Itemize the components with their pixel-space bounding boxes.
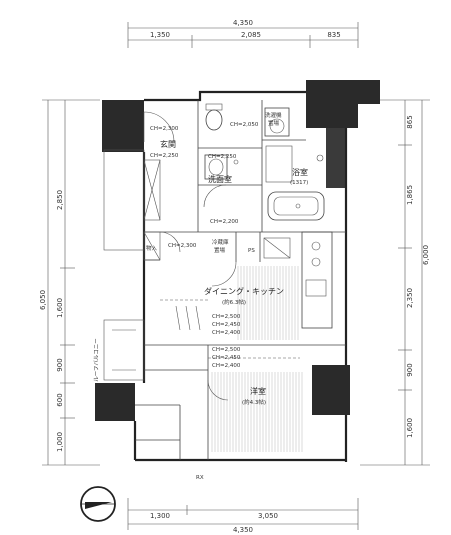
label-nyuu: 物入 [146,244,158,252]
label-rx: RX [196,475,204,481]
dim-top-a: 1,350 [150,31,170,39]
bath-fixtures [204,103,325,221]
bottom-dimensions: 1,300 3,050 4,350 [127,498,359,534]
dim-left-e: 1,000 [56,432,64,452]
left-dimensions: 2,850 1,600 900 600 1,000 6,050 [39,99,100,466]
ceiling-12: CH=2,400 [212,363,241,369]
label-genkan: 玄関 [160,139,176,149]
dim-right-d: 900 [406,363,414,376]
balcony-area [103,149,145,381]
dim-left-a: 2,850 [56,190,64,210]
ps-box [263,237,291,259]
shower-area [265,145,293,183]
washer-icon [264,107,290,137]
label-dining: ダイニング・キッチン [204,286,284,296]
ceiling-1: CH=2,300 [150,126,179,132]
ceiling-10: CH=2,500 [212,347,241,353]
dim-top-c: 835 [327,31,340,39]
ceiling-labels: CH=2,300 CH=2,250 CH=2,050 CH=2,250 CH=2… [150,122,259,369]
ceiling-8: CH=2,450 [212,322,241,328]
ceiling-2: CH=2,250 [150,153,179,159]
dim-right-e: 1,600 [406,418,414,438]
kitchen-sink-icon [305,279,327,297]
floor-hatching [211,266,303,452]
ceiling-5: CH=2,200 [210,219,239,225]
ceiling-9: CH=2,400 [212,330,241,336]
label-sentakuki2: 置場 [268,119,280,127]
label-reizouko: 冷蔵庫 [212,238,229,246]
toilet-icon [205,109,223,131]
right-dimensions: 865 1,865 2,350 900 1,600 6,000 [360,99,430,466]
ceiling-11: CH=2,450 [212,355,241,361]
label-yokushitsu: 浴室 [292,167,308,177]
bathtub-icon [267,191,325,221]
dim-left-d: 600 [56,393,64,406]
label-sentakuki: 洗濯機 [265,111,282,119]
dim-bottom-b: 3,050 [258,512,278,520]
dim-bottom-a: 1,300 [150,512,170,520]
label-senmenjo: 洗面室 [208,174,232,184]
dim-right-a: 865 [406,115,414,128]
partitions [135,100,346,460]
compass-icon [80,486,116,522]
label-dining-size: (約6.3帖) [222,298,246,306]
dim-left-b: 1,600 [56,298,64,318]
dim-right-total: 6,000 [422,245,430,265]
dim-right-b: 1,865 [406,185,414,205]
label-yoshitsu-size: (約4.3帖) [242,398,266,406]
dim-left-total: 6,050 [39,290,47,310]
dashed-lines [160,299,300,359]
stove-icon [311,241,321,251]
room-labels: 玄関 洗面室 浴室 (1317) 洗濯機 置場 冷蔵庫 置場 PS 物入 ダイニ… [93,111,308,481]
top-dimensions: 4,350 1,350 2,085 835 [127,19,359,48]
label-yokushitsu-size: (1317) [290,180,308,186]
dim-left-c: 900 [56,358,64,371]
label-yoshitsu: 洋室 [250,386,266,396]
dim-bottom-total: 4,350 [233,526,253,534]
ceiling-4: CH=2,250 [208,154,237,160]
dim-right-c: 2,350 [406,288,414,308]
label-balcony: ルーフバルコニー [93,338,100,382]
label-ps: PS [248,248,255,254]
structural-walls [95,80,380,421]
entry-storage [143,159,161,261]
ceiling-6: CH=2,300 [168,243,197,249]
dim-top-b: 2,085 [241,31,261,39]
ceiling-3: CH=2,050 [230,122,259,128]
dim-top-total: 4,350 [233,19,253,27]
door-arcs [143,111,237,401]
kitchen-counter [263,231,333,329]
label-reizouko2: 置場 [214,246,226,254]
sink-icon [204,154,228,180]
ceiling-7: CH=2,500 [212,314,241,320]
